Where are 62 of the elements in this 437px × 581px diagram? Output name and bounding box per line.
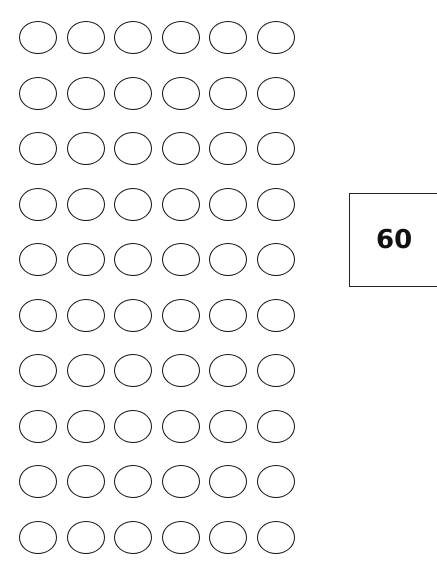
circle (19, 465, 57, 498)
circle (66, 76, 104, 110)
circle (162, 520, 200, 554)
circle (114, 465, 152, 498)
circle (162, 410, 200, 442)
circle (256, 354, 294, 387)
circle (19, 76, 57, 110)
circle (66, 132, 104, 165)
circle (162, 298, 200, 332)
circle (114, 21, 152, 54)
circle (19, 354, 57, 387)
circle (66, 21, 104, 54)
circle (66, 298, 104, 332)
circle (209, 465, 247, 498)
circle (256, 243, 294, 276)
circle (162, 243, 200, 276)
circle (162, 21, 200, 54)
circle (66, 410, 104, 442)
circle (256, 76, 294, 110)
circle (114, 520, 152, 554)
circle (114, 298, 152, 332)
circle (66, 520, 104, 554)
circle (114, 76, 152, 110)
circle (66, 188, 104, 220)
circle (19, 520, 57, 554)
circle (162, 465, 200, 498)
circle (19, 132, 57, 165)
circle (209, 188, 247, 220)
circle (209, 76, 247, 110)
circle (256, 21, 294, 54)
circle (162, 354, 200, 387)
circle (19, 188, 57, 220)
circle (162, 76, 200, 110)
circle (209, 354, 247, 387)
circle (66, 354, 104, 387)
circle (114, 132, 152, 165)
circle (114, 243, 152, 276)
circle (19, 298, 57, 332)
number-box (349, 193, 437, 287)
circle (19, 410, 57, 442)
circle (19, 21, 57, 54)
circle (162, 188, 200, 220)
circle (256, 410, 294, 442)
circle (256, 465, 294, 498)
circle (114, 188, 152, 220)
circle (209, 410, 247, 442)
circle (256, 520, 294, 554)
circle (209, 298, 247, 332)
circle (209, 132, 247, 165)
circle (66, 243, 104, 276)
circle (66, 465, 104, 498)
circle (162, 132, 200, 165)
circle (114, 410, 152, 442)
circle (114, 354, 152, 387)
circle (256, 188, 294, 220)
circle (256, 298, 294, 332)
circle (209, 243, 247, 276)
circle (256, 132, 294, 165)
number-label: 60 (376, 225, 412, 255)
circle (209, 520, 247, 554)
circle (19, 243, 57, 276)
circle (209, 21, 247, 54)
